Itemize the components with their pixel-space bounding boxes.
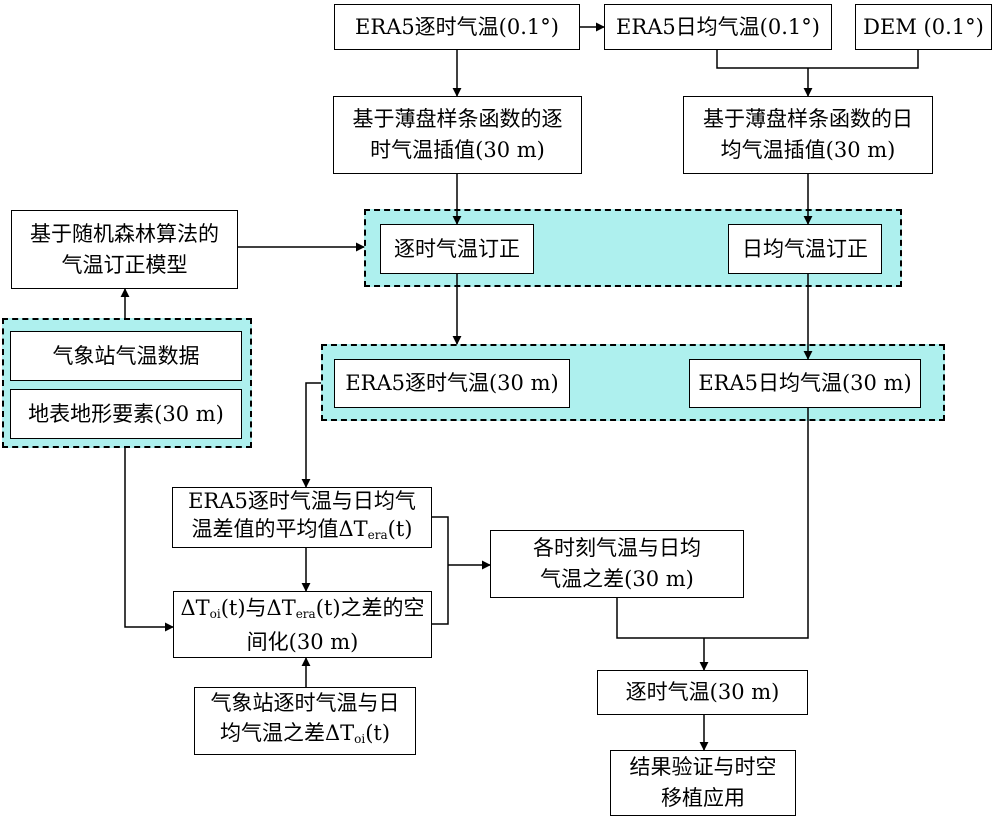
node-spatialization-text: ΔToi(t)与ΔTera(t)之差的空 间化(30 m) — [180, 594, 424, 656]
node-mean-diff-line2b: (t) — [387, 516, 413, 541]
node-validation-line1: 结果验证与时空 — [629, 755, 777, 779]
node-station-diff: 气象站逐时气温与日 均气温之差ΔToi(t) — [194, 687, 416, 755]
node-terrain-factors: 地表地形要素(30 m) — [10, 389, 242, 439]
node-rf-model-line2: 气温订正模型 — [61, 252, 188, 277]
node-tps-daily-text: 基于薄盘样条函数的日 均气温插值(30 m) — [703, 104, 913, 166]
node-spatialization-b-sub: era — [295, 606, 316, 621]
node-tps-hourly-line1: 基于薄盘样条函数的逐 — [352, 107, 563, 131]
node-station-diff-sub: oi — [354, 732, 366, 746]
node-hourly-daily-diff-text: 各时刻气温与日均 气温之差(30 m) — [533, 533, 701, 595]
node-spatialization-a-sub: oi — [209, 606, 221, 621]
node-mean-diff-line1: ERA5逐时气温与日均气 — [188, 488, 416, 513]
node-tps-daily-line2: 均气温插值(30 m) — [720, 138, 896, 162]
node-spatialization-b: (t)与ΔT — [220, 595, 296, 620]
node-hourly-daily-diff-line1: 各时刻气温与日均 — [533, 536, 701, 560]
node-spatialization-a: ΔT — [180, 595, 210, 620]
line-era5daily-dem-merge — [716, 50, 919, 69]
line-daily30m-to-merge — [704, 408, 809, 639]
line-diff-to-merge — [616, 598, 704, 639]
node-spatialization: ΔToi(t)与ΔTera(t)之差的空 间化(30 m) — [173, 591, 432, 658]
node-spatialization-line2: 间化(30 m) — [246, 629, 359, 654]
node-era5-daily-01-text: ERA5日均气温(0.1°) — [616, 14, 820, 39]
node-hourly-temp-30m: 逐时气温(30 m) — [597, 670, 808, 715]
node-validation-text: 结果验证与时空 移植应用 — [630, 752, 777, 814]
node-mean-diff-sub: era — [367, 527, 388, 542]
node-station-diff-text: 气象站逐时气温与日 均气温之差ΔToi(t) — [211, 688, 400, 754]
node-station-diff-line2a: 均气温之差ΔT — [219, 721, 355, 745]
node-mean-diff-line2a: 温差值的平均值ΔT — [191, 516, 368, 541]
node-era5-daily-01: ERA5日均气温(0.1°) — [604, 4, 832, 50]
node-rf-model-text: 基于随机森林算法的 气温订正模型 — [30, 219, 219, 281]
node-era5-hourly-01-text: ERA5逐时气温(0.1°) — [355, 14, 559, 39]
node-spatialization-c: (t)之差的空 — [315, 595, 425, 620]
line-merge-right-bracket — [432, 516, 449, 625]
node-station-data: 气象站气温数据 — [10, 331, 242, 381]
node-validation: 结果验证与时空 移植应用 — [610, 750, 796, 816]
arrow-era5-30m-to-mean-diff — [301, 382, 321, 488]
node-dem-text: DEM (0.1°) — [863, 14, 984, 39]
node-rf-model-line1: 基于随机森林算法的 — [30, 221, 219, 246]
node-rf-model: 基于随机森林算法的 气温订正模型 — [11, 210, 238, 289]
node-era5-daily-30m-text: ERA5日均气温(30 m) — [698, 371, 912, 395]
node-era5-daily-30m: ERA5日均气温(30 m) — [689, 359, 921, 408]
node-hourly-daily-diff: 各时刻气温与日均 气温之差(30 m) — [490, 530, 744, 598]
node-station-diff-line1: 气象站逐时气温与日 — [210, 691, 400, 715]
node-dem: DEM (0.1°) — [855, 4, 992, 50]
node-hourly-correction: 逐时气温订正 — [380, 224, 534, 274]
node-era5-hourly-30m: ERA5逐时气温(30 m) — [334, 359, 570, 408]
node-station-diff-line2b: (t) — [365, 721, 391, 745]
node-tps-hourly-text: 基于薄盘样条函数的逐 时气温插值(30 m) — [353, 104, 563, 166]
node-mean-diff: ERA5逐时气温与日均气 温差值的平均值ΔTera(t) — [172, 487, 432, 548]
node-terrain-factors-text: 地表地形要素(30 m) — [28, 401, 224, 426]
node-mean-diff-text: ERA5逐时气温与日均气 温差值的平均值ΔTera(t) — [188, 487, 416, 549]
node-daily-correction-text: 日均气温订正 — [742, 236, 868, 261]
node-tps-daily: 基于薄盘样条函数的日 均气温插值(30 m) — [683, 96, 933, 174]
node-era5-hourly-01: ERA5逐时气温(0.1°) — [334, 4, 580, 50]
node-tps-hourly-line2: 时气温插值(30 m) — [370, 138, 545, 162]
node-tps-daily-line1: 基于薄盘样条函数的日 — [703, 107, 913, 131]
node-hourly-daily-diff-line2: 气温之差(30 m) — [540, 567, 694, 591]
node-hourly-correction-text: 逐时气温订正 — [394, 236, 520, 261]
node-tps-hourly: 基于薄盘样条函数的逐 时气温插值(30 m) — [333, 96, 582, 174]
node-validation-line2: 移植应用 — [661, 786, 745, 810]
node-daily-correction: 日均气温订正 — [728, 224, 882, 274]
node-station-data-text: 气象站气温数据 — [52, 343, 200, 368]
node-era5-hourly-30m-text: ERA5逐时气温(30 m) — [345, 371, 559, 395]
arrow-terrain-to-spatialization — [124, 448, 174, 632]
node-hourly-temp-30m-text: 逐时气温(30 m) — [625, 680, 780, 704]
